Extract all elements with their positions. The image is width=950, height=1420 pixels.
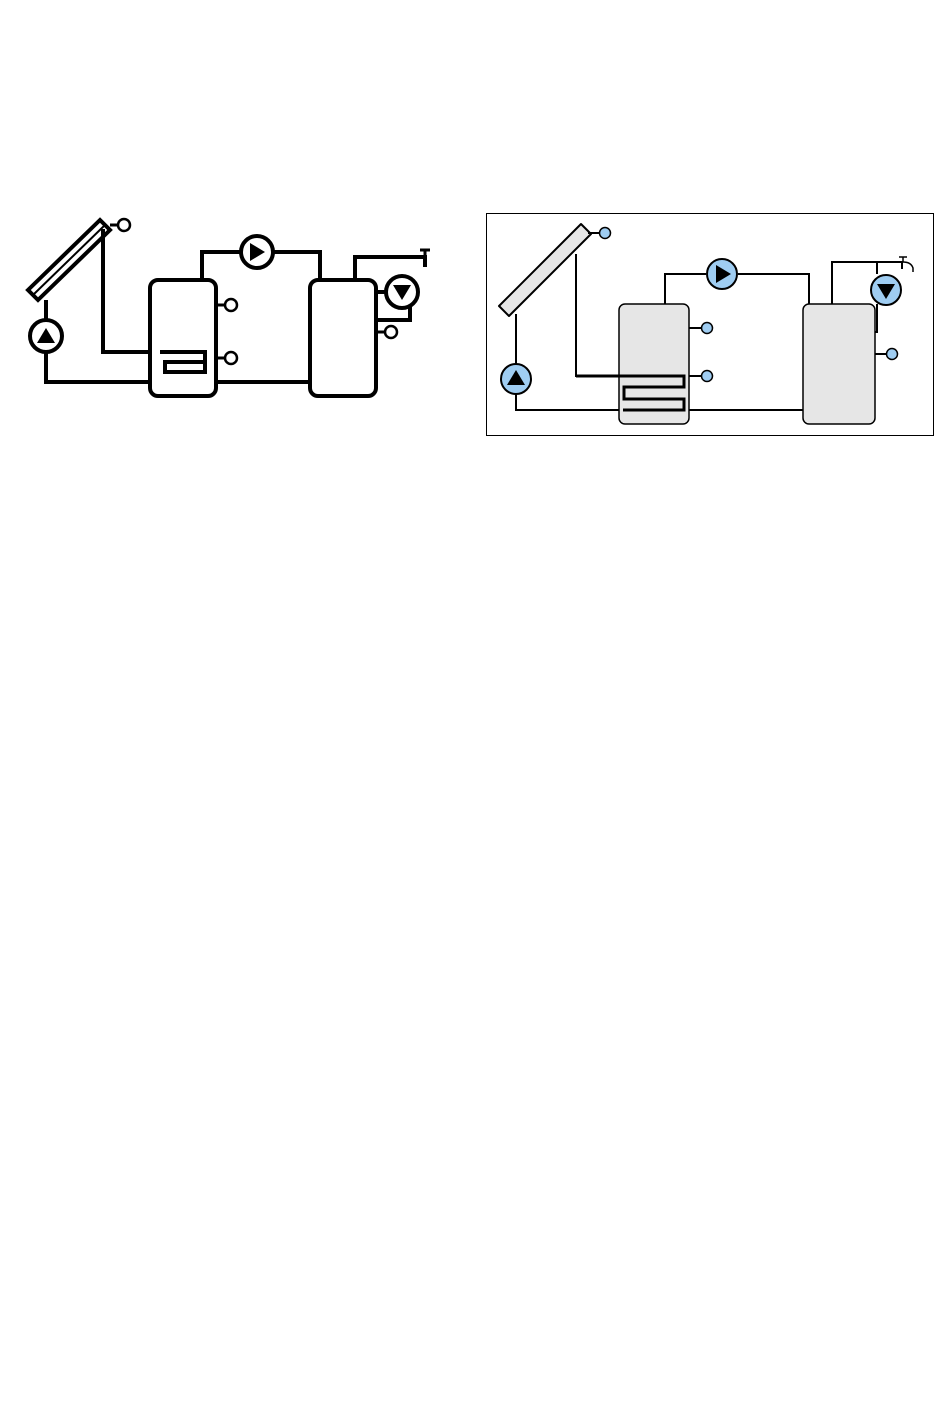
collector-sensor	[588, 228, 611, 239]
tank-2-sensor	[875, 349, 898, 360]
solar-pump	[30, 320, 62, 352]
storage-tank-1	[619, 304, 689, 424]
storage-tank-2	[310, 280, 376, 396]
collector-sensor	[118, 219, 130, 231]
lcd-schematic	[20, 212, 450, 402]
lcd-schematic-svg	[20, 212, 450, 402]
dhw-pipe	[355, 257, 425, 280]
transfer-pump	[707, 259, 737, 289]
solar-collector	[28, 220, 110, 300]
transfer-pump	[241, 236, 273, 268]
tank-2-sensor	[378, 326, 397, 338]
tank-1-sensor-bottom	[218, 352, 237, 364]
tank-1-sensor-top	[689, 323, 713, 334]
tank-1-sensor-bottom	[689, 371, 713, 382]
dhw-pump	[871, 275, 901, 305]
solar-pump	[501, 364, 531, 394]
storage-tank-2	[803, 304, 875, 424]
storage-tank-1	[150, 280, 216, 396]
color-schematic-svg	[487, 214, 933, 435]
collector-return-pipe	[576, 254, 623, 376]
solar-collector	[499, 224, 591, 316]
color-schematic	[486, 213, 934, 436]
dhw-pump	[386, 276, 418, 308]
tank-1-sensor-top	[218, 299, 237, 311]
